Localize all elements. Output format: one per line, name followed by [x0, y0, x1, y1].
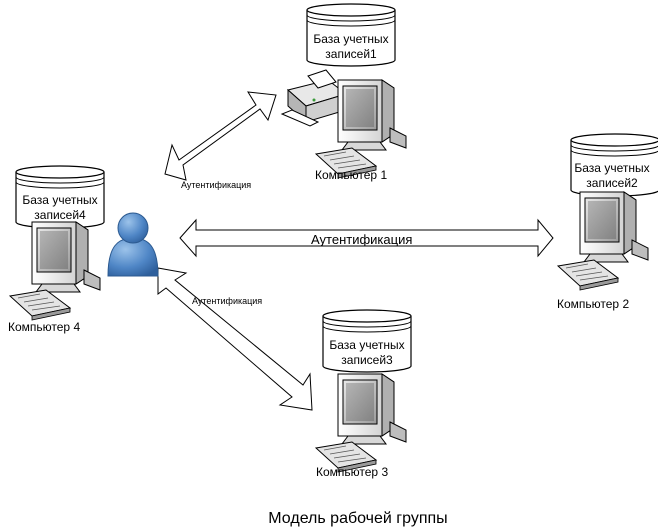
computer4-label: Компьютер 4 [8, 320, 80, 334]
computer-icon-computer2 [557, 191, 649, 291]
computer1-label: Компьютер 1 [315, 168, 387, 182]
db3-label-line2: записей3 [341, 353, 393, 367]
auth-arrow-computer3-label: Аутентификация [192, 296, 262, 306]
database-icon-computer1 [306, 3, 396, 67]
auth-arrow-computer1-label: Аутентификация [181, 180, 251, 190]
db2-label-line2: записей2 [586, 176, 638, 190]
computer-icon-computer3 [315, 373, 407, 473]
user-icon [107, 212, 159, 277]
computer3-label: Компьютер 3 [316, 465, 388, 479]
diagram-caption: Модель рабочей группы [268, 510, 447, 527]
database-icon-computer3 [322, 309, 412, 373]
db3-label-line1: База учетных [329, 338, 404, 352]
db4-label-line2: записей4 [34, 208, 86, 222]
db1-label-line2: записей1 [325, 47, 377, 61]
db1-label-line1: База учетных [313, 32, 388, 46]
db2-label-line1: База учетных [574, 161, 649, 175]
auth-arrow-computer1 [164, 91, 277, 181]
auth-arrow-computer2-label: Аутентификация [311, 232, 412, 247]
auth-arrow-computer2 [179, 218, 554, 258]
printer-icon [280, 69, 348, 127]
computer2-label: Компьютер 2 [557, 297, 629, 311]
computer-icon-computer4 [9, 221, 101, 321]
db4-label-line1: База учетных [22, 193, 97, 207]
auth-arrow-computer3 [157, 267, 313, 411]
